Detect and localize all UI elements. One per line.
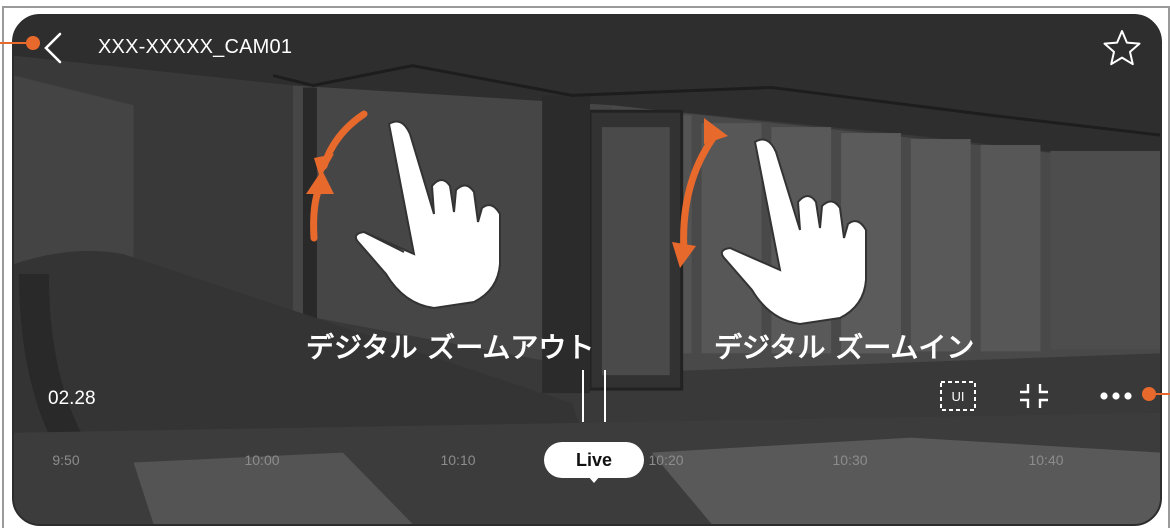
top-bar: XXX-XXXXX_CAM01: [14, 16, 1160, 80]
star-outline-icon: [1103, 30, 1141, 66]
ui-toggle-button[interactable]: UI: [938, 376, 978, 416]
hand-pointer-icon: [354, 120, 501, 310]
timeline-scrubber[interactable]: 9:50 10:00 10:10 10:20 10:30 10:40: [14, 436, 1160, 496]
callout-line-more: [1152, 393, 1170, 395]
back-button[interactable]: [36, 30, 72, 66]
callout-dot-back: [26, 36, 40, 50]
time-cursor: [582, 370, 584, 422]
callout-line-back: [0, 42, 28, 44]
exit-fullscreen-button[interactable]: [1016, 378, 1052, 414]
zoom-in-gesture-illustration: [672, 118, 867, 326]
ui-toggle-text: UI: [952, 389, 965, 404]
frame-line-right: [1168, 8, 1170, 528]
frame-line-top: [2, 6, 1170, 8]
favorite-button[interactable]: [1102, 28, 1142, 68]
timeline-tick-label: 9:50: [52, 452, 80, 468]
more-dots-icon: [1100, 392, 1132, 400]
exit-fullscreen-icon: [1020, 384, 1048, 408]
zoom-out-gesture-illustration: [306, 110, 501, 310]
camera-feed-image: [14, 16, 1160, 524]
playback-date: 02.28: [48, 388, 96, 409]
timeline-tick-label: 10:30: [832, 452, 868, 468]
timeline-tick-label: 10:40: [1028, 452, 1064, 468]
frame-line-left: [2, 8, 4, 528]
more-button[interactable]: [1094, 382, 1150, 410]
timeline-tick-label: 10:00: [244, 452, 280, 468]
timeline-tick-label: 10:20: [648, 452, 684, 468]
hand-pointer-icon: [720, 138, 867, 326]
time-cursor: [604, 370, 606, 422]
zoom-out-label: デジタル ズームアウト: [306, 331, 595, 364]
pinch-out-arrow-icon: [680, 130, 720, 256]
ui-toggle-icon: UI: [940, 381, 976, 411]
chevron-left-icon: [44, 32, 62, 64]
live-button[interactable]: Live: [544, 442, 644, 483]
camera-viewer: XXX-XXXXX_CAM01 デジタル ズームアウト デジタル ズームイン 0…: [12, 14, 1162, 526]
timeline-tick-label: 10:10: [440, 452, 476, 468]
zoom-in-label: デジタル ズームイン: [714, 331, 975, 364]
callout-dot-more: [1142, 387, 1156, 401]
live-label: Live: [575, 450, 613, 470]
camera-name: XXX-XXXXX_CAM01: [98, 36, 293, 58]
